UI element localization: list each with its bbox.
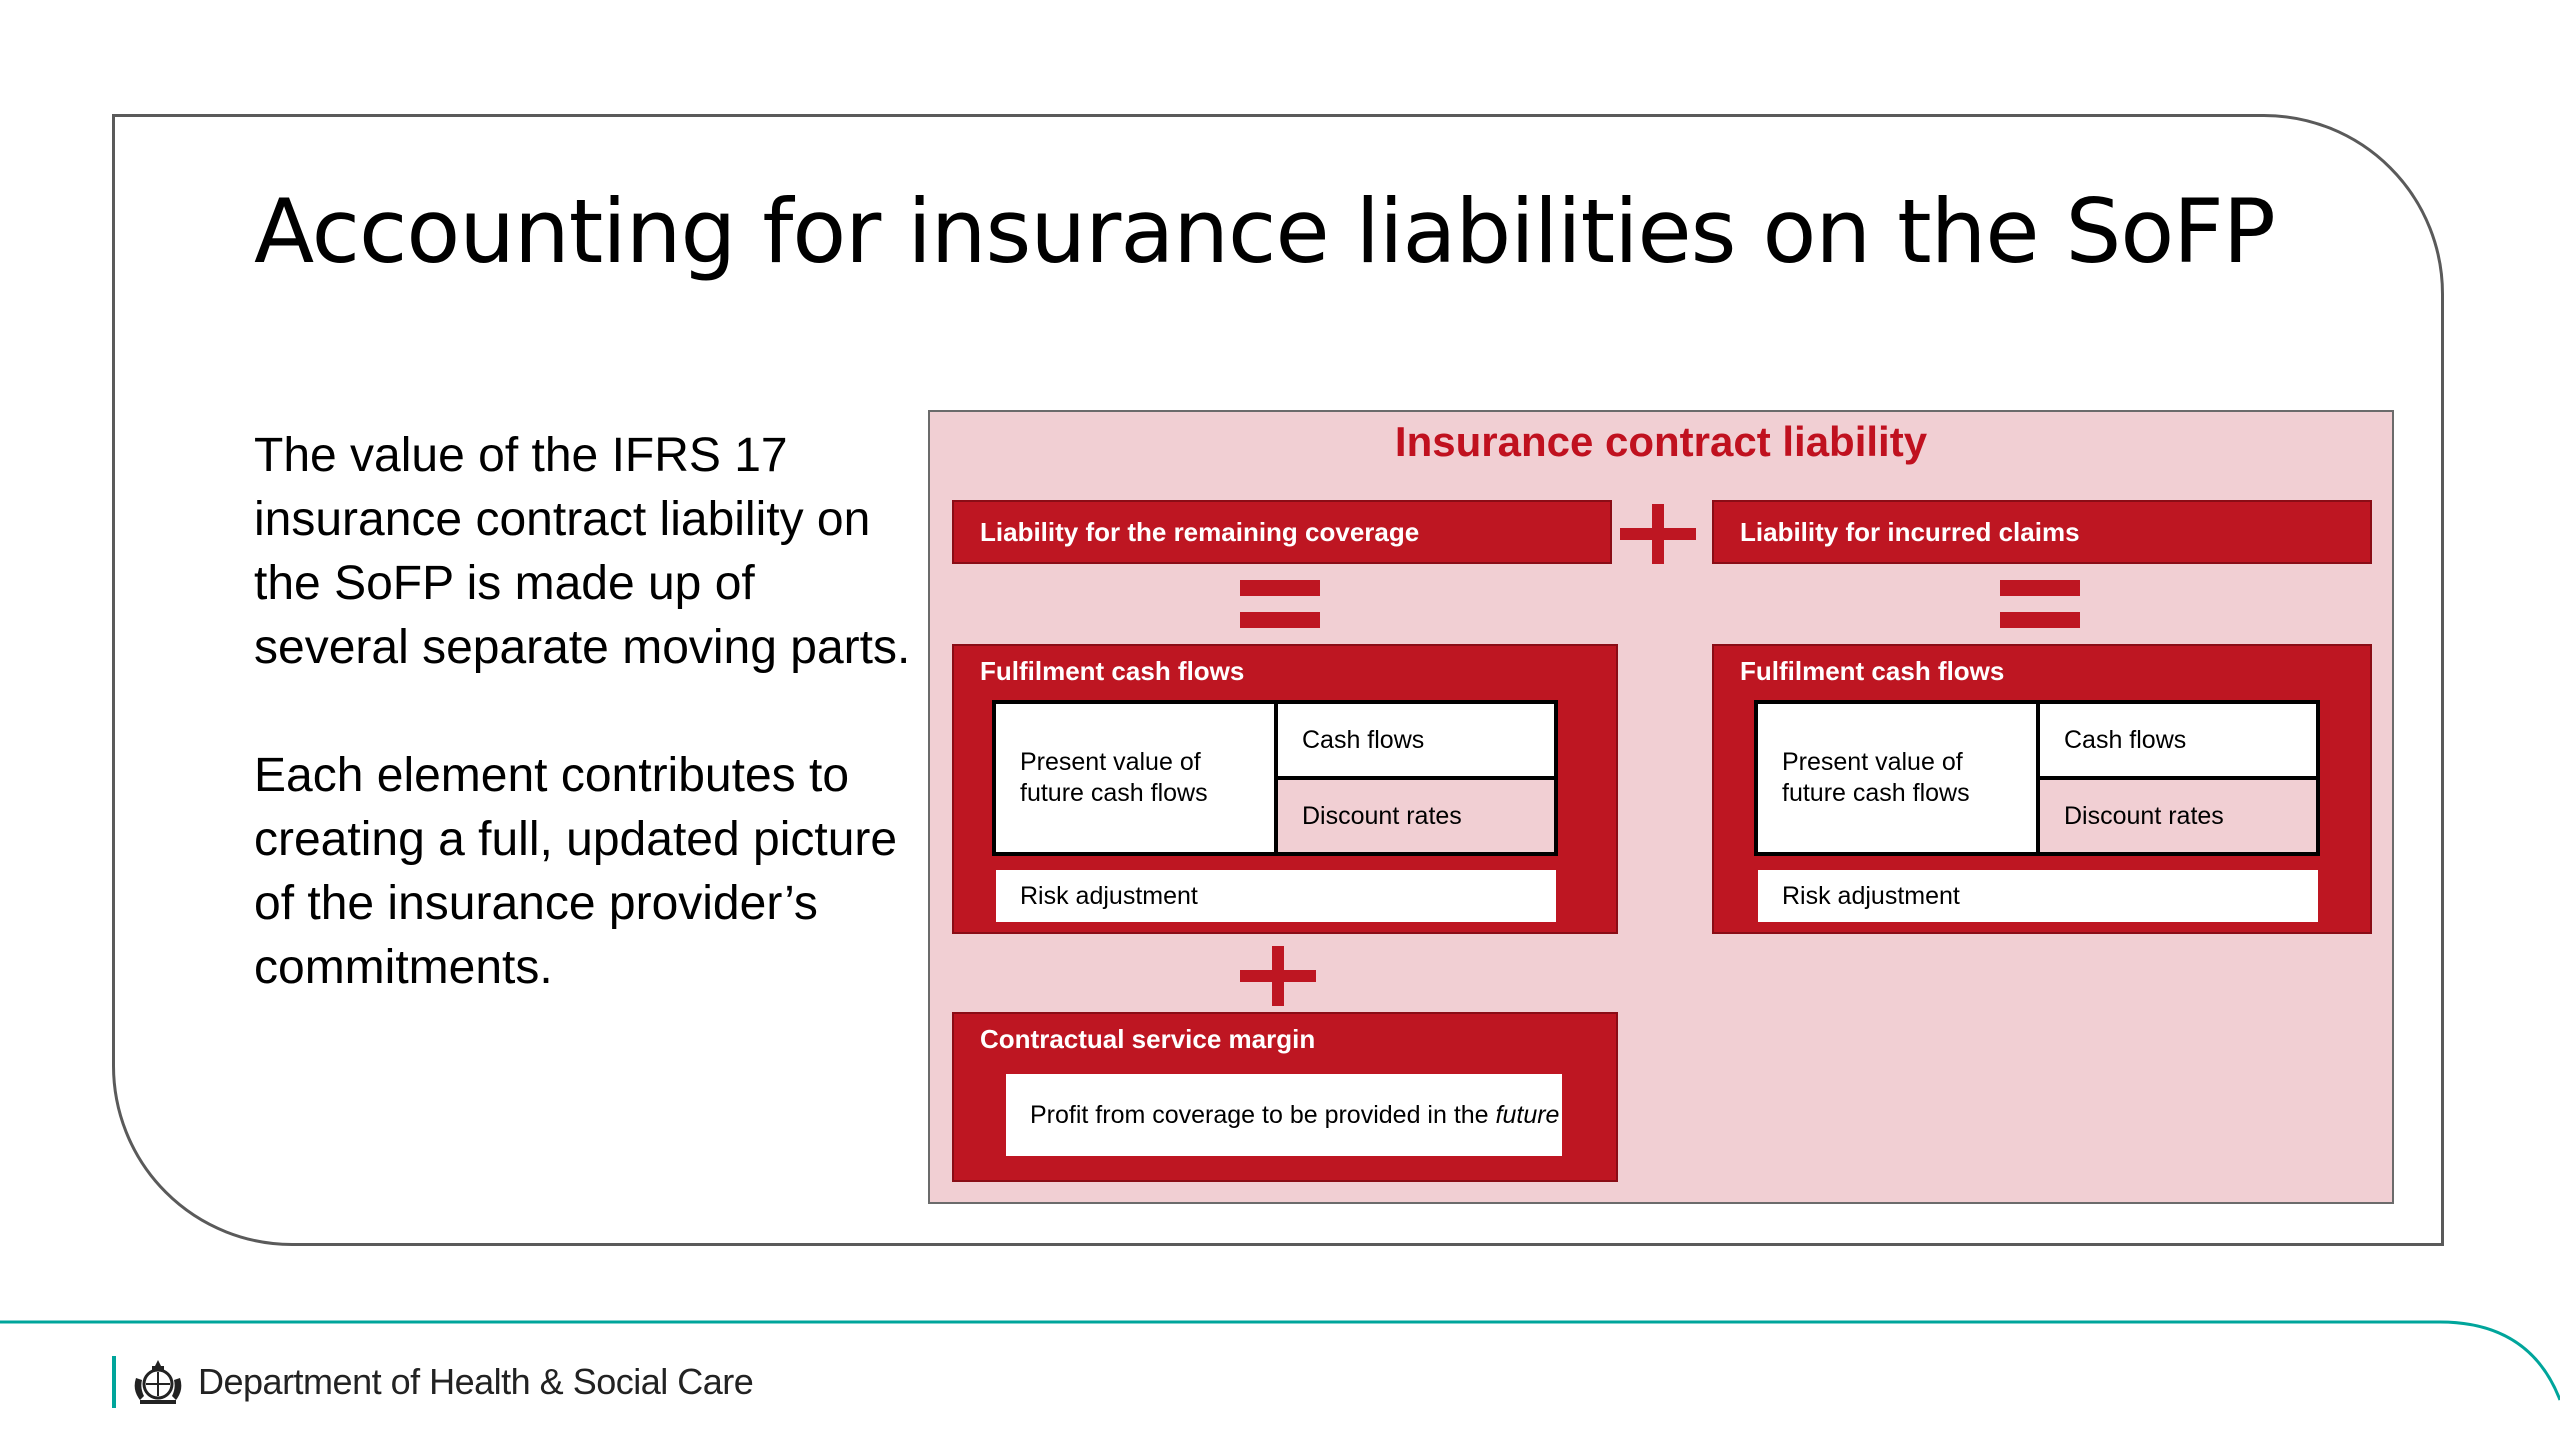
discount-rates-cell: Discount rates xyxy=(1278,780,1554,852)
csm-heading: Contractual service margin xyxy=(980,1024,1316,1054)
present-value-cell: Present value of future cash flows xyxy=(996,704,1274,852)
footer-accent-bar xyxy=(112,1356,116,1408)
equals-icon xyxy=(1240,580,1320,630)
page-title: Accounting for insurance liabilities on … xyxy=(254,180,2276,283)
fcf-heading: Fulfilment cash flows xyxy=(980,656,1245,686)
cash-flows-cell: Cash flows xyxy=(2040,704,2316,776)
lic-header: Liability for incurred claims xyxy=(1712,500,2372,564)
fcf-grid: Present value of future cash flows Cash … xyxy=(1754,700,2320,856)
lic-fulfilment-cash-flows: Fulfilment cash flows Present value of f… xyxy=(1712,644,2372,934)
csm-text-emphasis: future xyxy=(1495,1101,1560,1129)
lrc-header: Liability for the remaining coverage xyxy=(952,500,1612,564)
fcf-heading: Fulfilment cash flows xyxy=(1740,656,2005,686)
contractual-service-margin: Contractual service margin Profit from c… xyxy=(952,1012,1618,1182)
discount-rates-cell: Discount rates xyxy=(2040,780,2316,852)
lrc-fulfilment-cash-flows: Fulfilment cash flows Present value of f… xyxy=(952,644,1618,934)
organisation-name: Department of Health & Social Care xyxy=(198,1361,754,1402)
intro-paragraph-1: The value of the IFRS 17 insurance contr… xyxy=(254,429,911,674)
insurance-liability-diagram: Insurance contract liability Liability f… xyxy=(928,410,2394,1204)
diagram-title: Insurance contract liability xyxy=(1394,418,1928,465)
royal-crest-icon xyxy=(134,1360,182,1404)
plus-icon xyxy=(1620,504,1696,564)
intro-text: The value of the IFRS 17 insurance contr… xyxy=(254,424,914,1064)
csm-description: Profit from coverage to be provided in t… xyxy=(1006,1074,1562,1156)
fcf-grid: Present value of future cash flows Cash … xyxy=(992,700,1558,856)
footer: Department of Health & Social Care xyxy=(112,1356,754,1408)
risk-adjustment: Risk adjustment xyxy=(996,870,1556,922)
plus-icon xyxy=(1240,946,1316,1006)
intro-paragraph-2: Each element contributes to creating a f… xyxy=(254,749,898,994)
csm-text: Profit from coverage to be provided in t… xyxy=(1030,1101,1560,1129)
equals-icon xyxy=(2000,580,2080,630)
cash-flows-cell: Cash flows xyxy=(1278,704,1554,776)
risk-adjustment: Risk adjustment xyxy=(1758,870,2318,922)
present-value-cell: Present value of future cash flows xyxy=(1758,704,2036,852)
